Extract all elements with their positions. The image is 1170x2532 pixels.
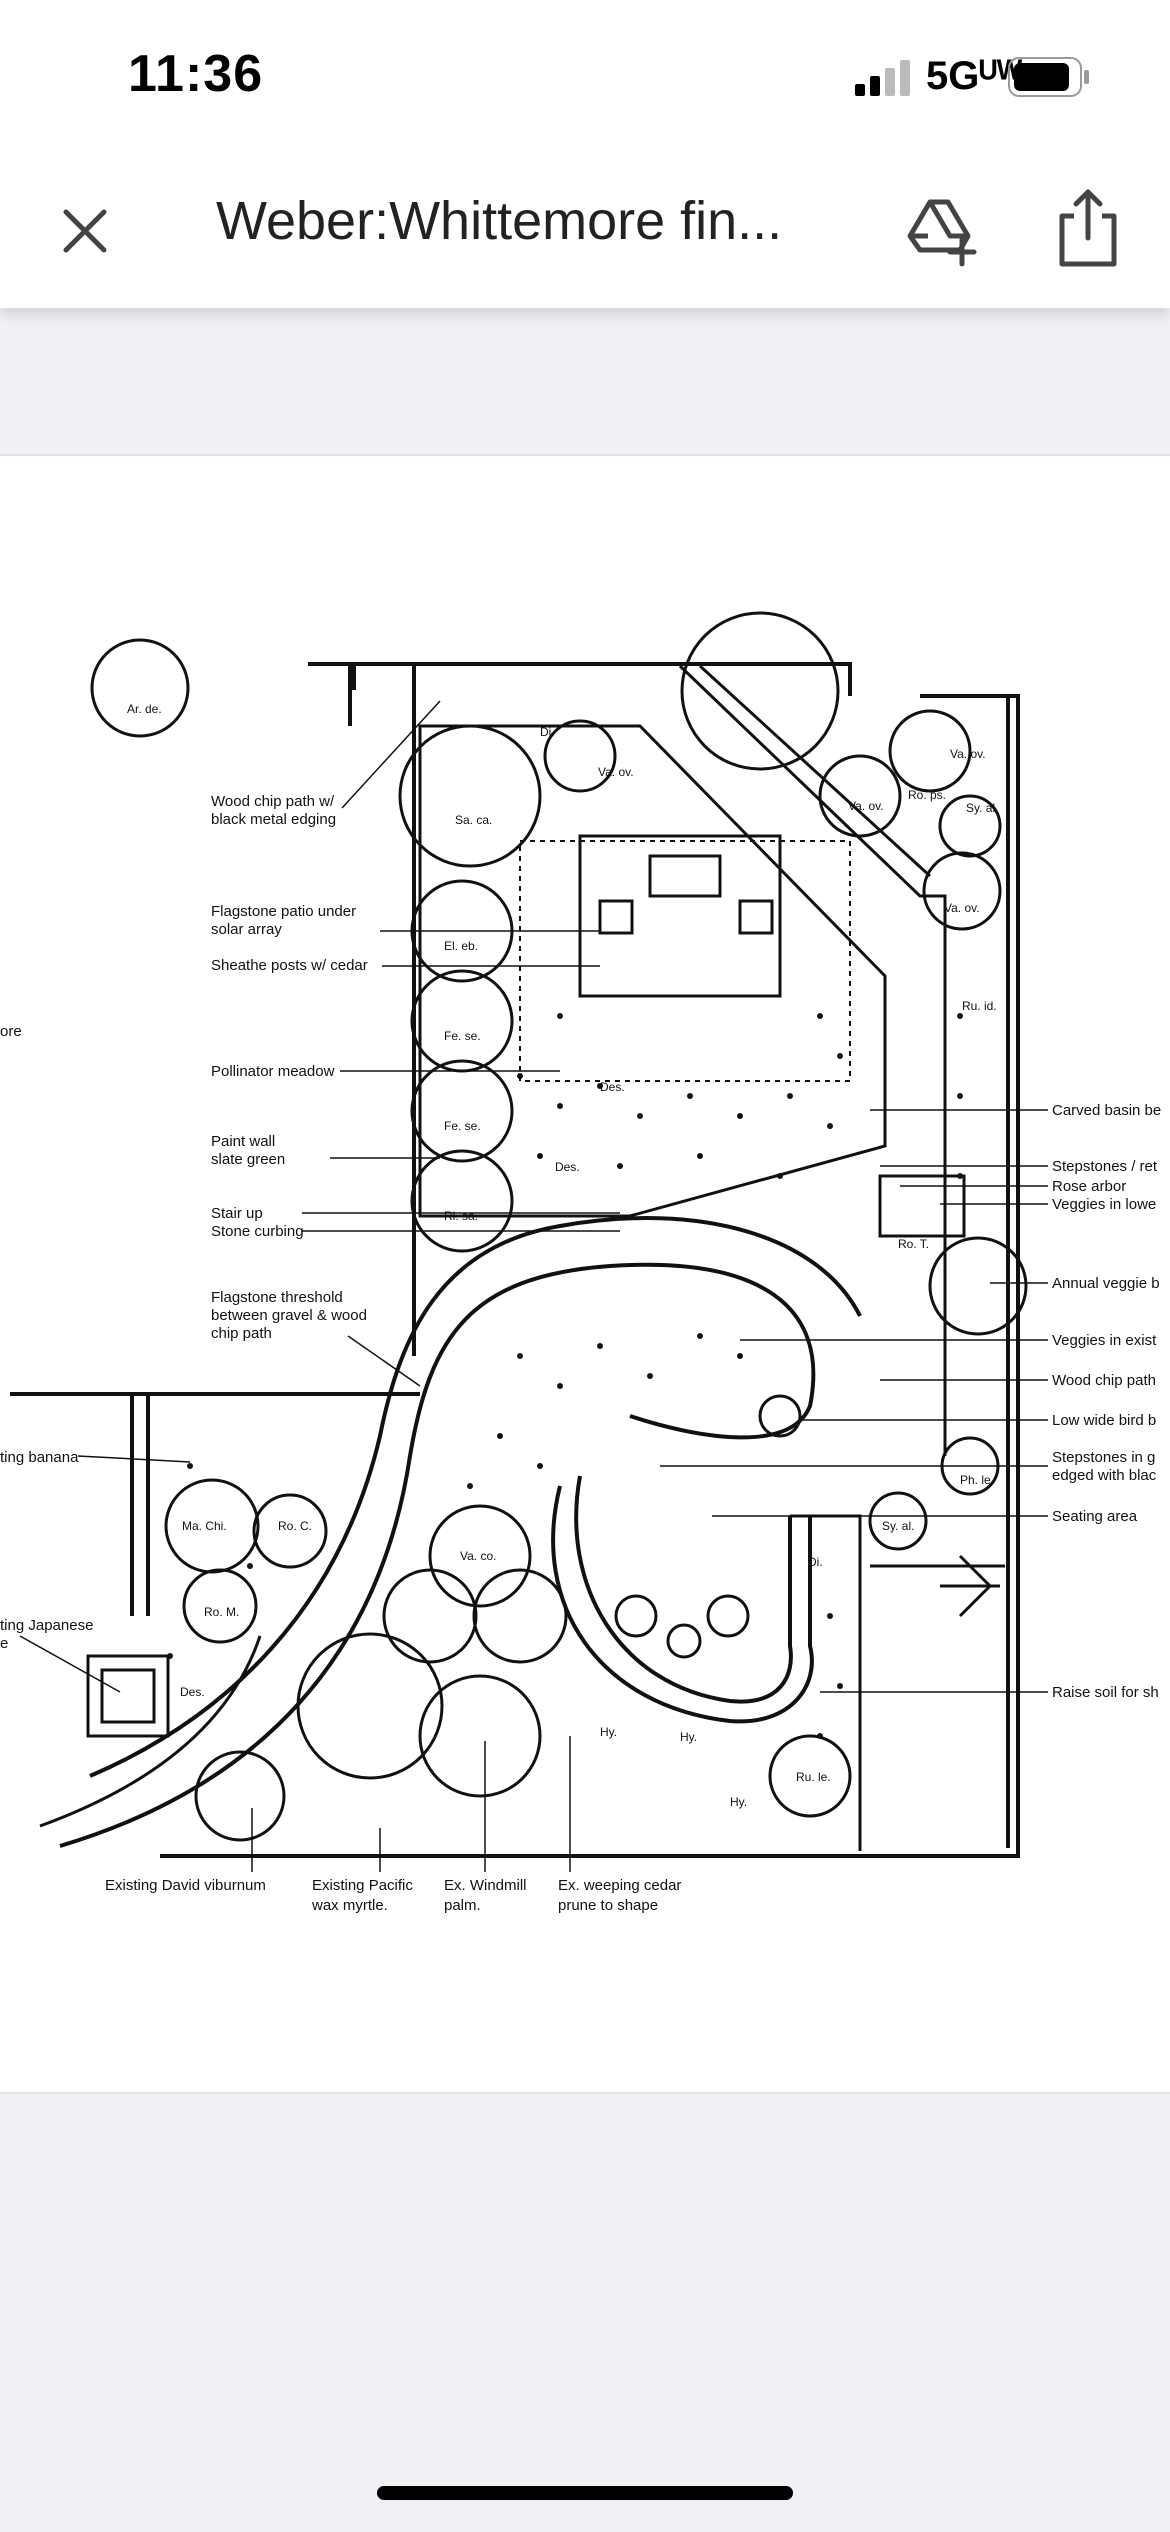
plan-label: Stepstones in g [1052,1449,1155,1466]
plant-code: Des. [555,1160,580,1174]
plan-label: chip path [211,1325,272,1342]
nav-header: Weber:Whittemore fin... [0,150,1170,308]
plan-label: Paint wall [211,1133,275,1150]
plant-code: Ph. le. [960,1473,994,1487]
plant-code: Fe. se. [444,1119,481,1133]
plant-code: Ro. C. [278,1519,312,1533]
plan-label: Ex. weeping cedar [558,1877,681,1894]
plan-label: Veggies in exist [1052,1332,1157,1349]
plan-label: Sheathe posts w/ cedar [211,957,368,974]
plan-label: Low wide bird b [1052,1412,1156,1429]
plant-code: Ro. T. [898,1237,929,1251]
plan-label: Existing Pacific [312,1877,413,1894]
plan-label: edged with blac [1052,1467,1157,1484]
landscape-plan-drawing: Wood chip path w/ black metal edging Fla… [0,611,1161,1914]
plant-code: Va. co. [460,1549,496,1563]
plant-code: Ru. id. [962,999,997,1013]
plant-code: Fe. se. [444,1029,481,1043]
plant-code: Va. ov. [944,901,980,915]
plant-code: Hy. [680,1730,697,1744]
plan-right-labels: Carved basin be Stepstones / ret Rose ar… [1052,1102,1161,1701]
plant-code: El. eb. [444,939,478,953]
plan-label: black metal edging [211,811,336,828]
share-button[interactable] [1048,186,1128,270]
plant-code: Sa. ca. [455,813,492,827]
plan-label: ting Japanese [0,1617,93,1634]
plan-label: Ex. Windmill [444,1877,527,1894]
plan-label: Existing David viburnum [105,1877,266,1894]
plan-label: Veggies in lowe [1052,1196,1156,1213]
plan-bottom-labels: Existing David viburnum Existing Pacific… [105,1877,681,1914]
plan-label: solar array [211,921,282,938]
plant-code: Va. ov. [598,765,634,779]
document-title: Weber:Whittemore fin... [216,191,783,251]
document-page[interactable]: Wood chip path w/ black metal edging Fla… [0,454,1170,2094]
plant-code: Des. [180,1685,205,1699]
plan-label: ting banana [0,1449,79,1466]
plan-label: e [0,1635,8,1652]
status-bar: 11:36 5Gᵁᵂ [0,0,1170,150]
plan-label: Wood chip path w/ [211,793,335,810]
plant-code: Hy. [600,1725,617,1739]
close-icon [63,209,107,253]
plan-label: Flagstone patio under [211,903,356,920]
plant-code: Di. [808,1555,823,1569]
plant-code: Ar. de. [127,702,162,716]
plant-code: Ru. le. [796,1770,831,1784]
add-to-drive-icon [907,199,977,267]
plan-label: Flagstone threshold [211,1289,343,1306]
plan-label: Stair up [211,1205,263,1222]
plan-label: Stone curbing [211,1223,304,1240]
plan-label: Wood chip path [1052,1372,1156,1389]
plan-label: palm. [444,1897,481,1914]
plan-label: Pollinator meadow [211,1063,335,1080]
plant-code: Sy. al. [882,1519,914,1533]
plan-label: Annual veggie b [1052,1275,1160,1292]
plan-plant-codes: Ar. de. Sa. ca. Va. ov. Va. ov. Ro. ps. … [127,702,998,1809]
plant-code: Sy. al. [966,801,998,815]
plant-code: Va. ov. [950,747,986,761]
status-time: 11:36 [128,45,264,103]
close-button[interactable] [50,196,120,266]
battery-icon [1008,57,1089,97]
viewer-top-margin [0,308,1170,454]
plant-code: Ro. M. [204,1605,239,1619]
add-to-drive-button[interactable] [900,190,980,270]
plan-label: wax myrtle. [311,1897,388,1914]
plan-label: Carved basin be [1052,1102,1161,1119]
share-icon [1059,189,1117,267]
plant-code: Va. ov. [848,799,884,813]
plan-label: Stepstones / ret [1052,1158,1158,1175]
plan-label: between gravel & wood [211,1307,367,1324]
home-indicator[interactable] [377,2486,793,2500]
plant-code: Ro. ps. [908,788,946,802]
plan-label: Rose arbor [1052,1178,1126,1195]
plant-code: Di. [540,725,555,739]
viewer-bottom-area [0,2094,1170,2532]
plan-label: Seating area [1052,1508,1138,1525]
plan-label: Raise soil for sh [1052,1684,1159,1701]
plan-label: ore [0,1023,22,1040]
cellular-signal-icon [855,60,910,96]
plan-label: prune to shape [558,1897,658,1914]
plant-code: Ma. Chi. [182,1519,227,1533]
network-type: 5Gᵁᵂ [926,54,1023,98]
plant-code: Des. [600,1080,625,1094]
plan-left-labels: Wood chip path w/ black metal edging Fla… [0,793,368,1652]
plan-label: slate green [211,1151,285,1168]
plant-code: Ri. sa. [444,1209,478,1223]
plant-code: Hy. [730,1795,747,1809]
